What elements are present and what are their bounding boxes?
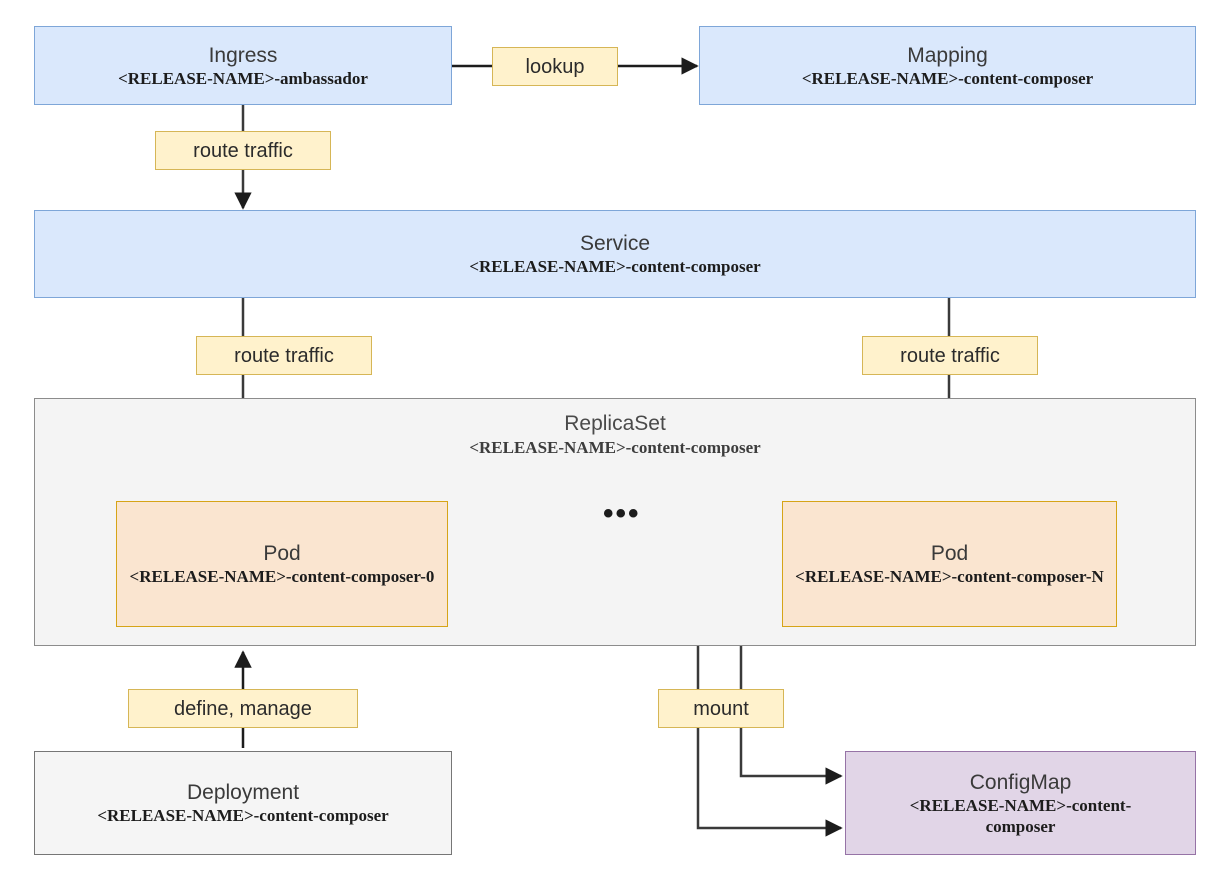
pod-last-node[interactable]: Pod <RELEASE-NAME>-content-composer-N <box>782 501 1117 627</box>
pod-first-node[interactable]: Pod <RELEASE-NAME>-content-composer-0 <box>116 501 448 627</box>
pod-first-title: Pod <box>263 542 301 565</box>
replicaset-header: ReplicaSet <RELEASE-NAME>-content-compos… <box>35 411 1195 458</box>
edge-label-route-traffic-ingress[interactable]: route traffic <box>155 131 331 170</box>
deployment-title: Deployment <box>186 781 300 804</box>
service-node[interactable]: Service <RELEASE-NAME>-content-composer <box>34 210 1196 298</box>
mapping-node[interactable]: Mapping <RELEASE-NAME>-content-composer <box>699 26 1196 105</box>
edge-label-route-traffic-right[interactable]: route traffic <box>862 336 1038 375</box>
deployment-node[interactable]: Deployment <RELEASE-NAME>-content-compos… <box>34 751 452 855</box>
ingress-node[interactable]: Ingress <RELEASE-NAME>-ambassador <box>34 26 452 105</box>
edge-label-mount[interactable]: mount <box>658 689 784 728</box>
replicaset-subtitle: <RELEASE-NAME>-content-composer <box>469 438 761 457</box>
mapping-subtitle: <RELEASE-NAME>-content-composer <box>801 68 1094 88</box>
service-subtitle: <RELEASE-NAME>-content-composer <box>469 257 761 276</box>
configmap-title: ConfigMap <box>969 770 1072 794</box>
replicaset-title: ReplicaSet <box>564 412 666 435</box>
service-title: Service <box>579 232 651 255</box>
ingress-title: Ingress <box>208 43 278 67</box>
edge-label-lookup[interactable]: lookup <box>492 47 618 86</box>
pod-first-subtitle: <RELEASE-NAME>-content-composer-0 <box>129 567 435 586</box>
pod-last-subtitle: <RELEASE-NAME>-content-composer-N <box>795 567 1104 586</box>
mapping-title: Mapping <box>907 43 988 67</box>
edge-label-define-manage[interactable]: define, manage <box>128 689 358 728</box>
configmap-node[interactable]: ConfigMap <RELEASE-NAME>-content-compose… <box>845 751 1196 855</box>
edge-label-route-traffic-left[interactable]: route traffic <box>196 336 372 375</box>
configmap-subtitle: <RELEASE-NAME>-content-composer <box>909 795 1132 836</box>
deployment-subtitle: <RELEASE-NAME>-content-composer <box>97 806 389 825</box>
pods-ellipsis: ••• <box>603 497 641 530</box>
ingress-subtitle: <RELEASE-NAME>-ambassador <box>118 68 368 88</box>
pod-last-title: Pod <box>930 542 969 565</box>
